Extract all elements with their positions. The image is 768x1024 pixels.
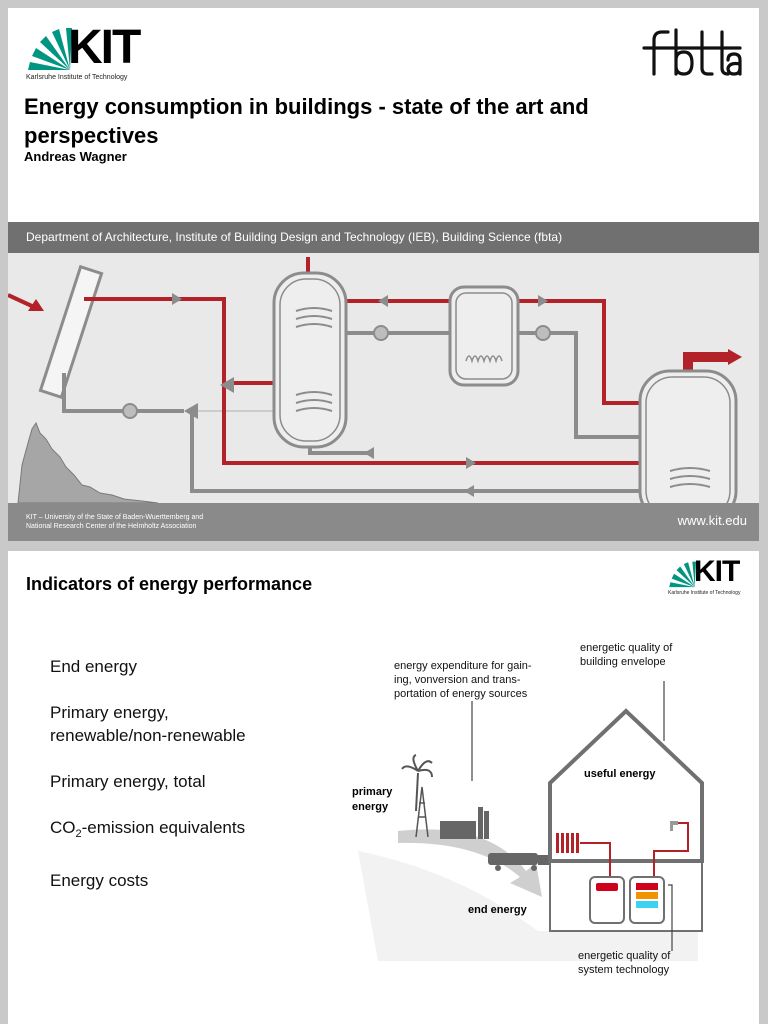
label-end-energy: end energy bbox=[468, 904, 527, 916]
label-system-technology: energetic quality of system technology bbox=[578, 950, 671, 976]
kit-logo-subtitle: Karlsruhe Institute of Technology bbox=[668, 590, 741, 596]
indicator-co2-prefix: CO bbox=[50, 818, 76, 837]
energy-flow-illustration bbox=[358, 681, 704, 961]
storage-tank-1 bbox=[272, 271, 348, 449]
kit-logo-text: KIT bbox=[694, 555, 740, 588]
palm-tree-icon bbox=[401, 754, 433, 812]
solar-collector bbox=[38, 264, 104, 400]
author-name: Andreas Wagner bbox=[24, 149, 127, 164]
boiler bbox=[448, 285, 520, 387]
hot-water-outlet-arrow bbox=[683, 352, 728, 375]
oil-derrick-icon bbox=[415, 786, 429, 838]
house-outline bbox=[548, 708, 704, 932]
title-slide: KIT Karlsruhe Institute of Technology En… bbox=[8, 8, 759, 541]
indicator-list: End energy Primary energy, renewable/non… bbox=[50, 655, 350, 915]
fbta-logo bbox=[640, 26, 744, 86]
indicator-primary-energy-qualifier: renewable/non-renewable bbox=[50, 726, 246, 745]
storage-tank-2 bbox=[638, 369, 738, 523]
indicator-primary-energy: Primary energy, bbox=[50, 703, 169, 722]
flow-arrows bbox=[172, 293, 548, 497]
water-tap-icon bbox=[670, 821, 678, 831]
footer-website-link[interactable]: www.kit.edu bbox=[677, 513, 747, 528]
indicator-energy-costs: Energy costs bbox=[50, 871, 149, 890]
label-primary-energy: primary energy bbox=[352, 786, 393, 813]
pump-icons bbox=[122, 325, 551, 419]
kit-logo: KIT Karlsruhe Institute of Technology bbox=[26, 21, 156, 86]
slide-footer: KIT – University of the State of Baden-W… bbox=[8, 503, 759, 541]
mountain-silhouette bbox=[17, 421, 159, 504]
indicator-primary-energy-total: Primary energy, total bbox=[50, 772, 206, 791]
fbta-logo-mark bbox=[642, 28, 742, 76]
indicators-slide: Indicators of energy performance KIT Kar… bbox=[8, 551, 759, 1024]
list-item: CO2-emission equivalents bbox=[50, 816, 350, 846]
list-item: Primary energy, total bbox=[50, 770, 350, 793]
radiator-icon bbox=[556, 833, 579, 853]
footer-affiliation-line2: National Research Center of the Helmholt… bbox=[26, 523, 197, 530]
footer-affiliation-line1: KIT – University of the State of Baden-W… bbox=[26, 514, 204, 521]
list-item: Energy costs bbox=[50, 869, 350, 892]
heating-system-diagram bbox=[8, 253, 759, 523]
presentation-title: Energy consumption in buildings - state … bbox=[24, 94, 589, 148]
tanker-truck-icon bbox=[488, 853, 550, 871]
label-useful-energy: useful energy bbox=[584, 768, 656, 780]
list-item: Primary energy, renewable/non-renewable bbox=[50, 701, 350, 747]
label-building-envelope: energetic quality of building envelope bbox=[580, 642, 673, 668]
list-item: End energy bbox=[50, 655, 350, 678]
kit-fan-icon bbox=[28, 28, 72, 70]
indicator-co2-suffix: -emission equivalents bbox=[81, 818, 246, 837]
solar-radiation-arrow bbox=[8, 293, 35, 309]
heating-system-schematic bbox=[8, 257, 742, 523]
kit-logo-text: KIT bbox=[68, 21, 141, 74]
power-plant-icon bbox=[440, 807, 489, 839]
indicator-co2-subscript: 2 bbox=[75, 828, 82, 840]
indicator-end-energy: End energy bbox=[50, 657, 137, 676]
kit-logo-subtitle: Karlsruhe Institute of Technology bbox=[26, 74, 128, 81]
department-band: Department of Architecture, Institute of… bbox=[8, 222, 759, 253]
label-energy-expenditure: energy expenditure for gain- ing, vonver… bbox=[394, 660, 532, 700]
kit-logo-small: KIT Karlsruhe Institute of Technology bbox=[668, 555, 748, 599]
slide-title: Indicators of energy performance bbox=[26, 574, 313, 594]
storage-layers bbox=[636, 883, 658, 908]
energy-flow-diagram: energy expenditure for gain- ing, vonver… bbox=[338, 631, 738, 1021]
kit-fan-icon bbox=[669, 561, 696, 588]
footer-affiliation: KIT – University of the State of Baden-W… bbox=[26, 513, 266, 531]
valve-icons bbox=[184, 377, 234, 419]
